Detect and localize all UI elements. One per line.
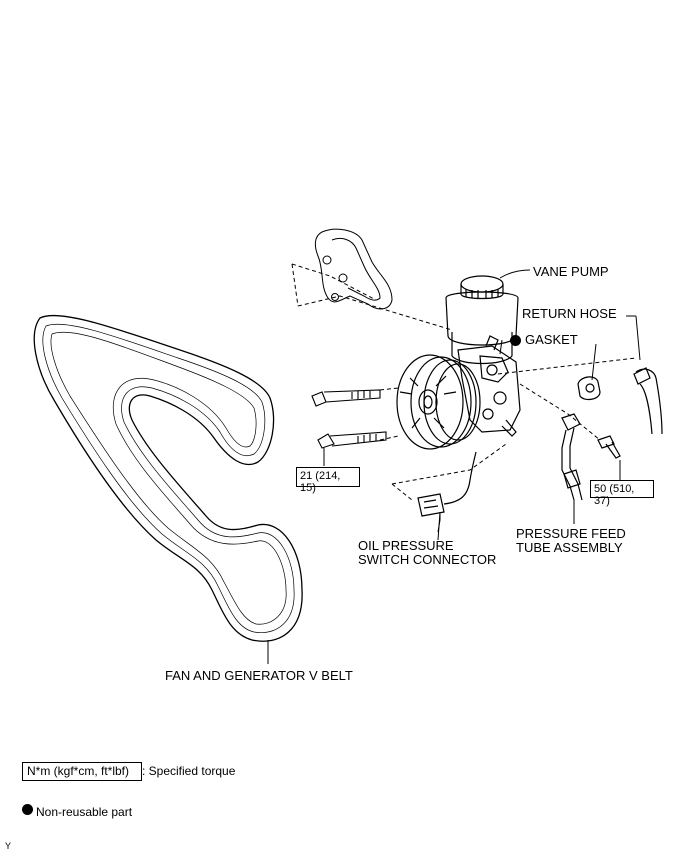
torque-box-50: 50 (510, 37): [590, 480, 654, 507]
torque-box-21: 21 (214, 15): [296, 467, 360, 494]
label-pressure-feed-1: PRESSURE FEED: [516, 526, 626, 541]
corner-mark: Y: [5, 841, 12, 851]
pump-mounting-bolts: [311, 389, 387, 466]
dashed-guide-lines: [291, 263, 637, 501]
label-pressure-feed-2: TUBE ASSEMBLY: [516, 540, 623, 555]
label-oil-pressure-2: SWITCH CONNECTOR: [358, 552, 497, 567]
label-return-hose: RETURN HOSE: [522, 306, 617, 321]
legend-nonreusable-desc: Non-reusable part: [36, 805, 133, 819]
fan-generator-v-belt: [33, 314, 303, 664]
label-oil-pressure-1: OIL PRESSURE: [358, 538, 454, 553]
return-hose: [626, 315, 663, 435]
pump-bracket: [314, 228, 393, 310]
vane-pump: [396, 275, 521, 450]
label-fan-belt: FAN AND GENERATOR V BELT: [165, 668, 353, 683]
legend-dot-icon: [22, 804, 33, 815]
legend-torque-desc: : Specified torque: [142, 764, 236, 778]
label-vane-pump: VANE PUMP: [533, 264, 609, 279]
label-gasket: GASKET: [525, 332, 578, 347]
pressure-feed-tube: [561, 413, 621, 524]
oil-pressure-connector: [417, 451, 477, 541]
gasket-part: [577, 343, 601, 401]
legend-torque-box: N*m (kgf*cm, ft*lbf): [22, 762, 142, 781]
label-leader-lines: [499, 269, 531, 355]
non-reusable-dot-icon: [510, 335, 521, 346]
